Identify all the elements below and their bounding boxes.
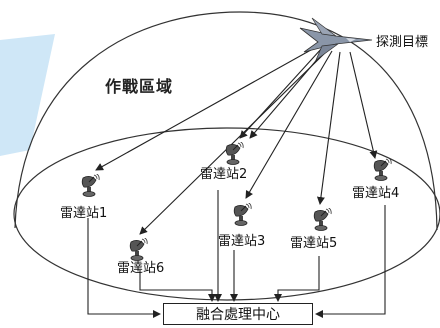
coverage-dome bbox=[14, 11, 438, 231]
radar-dish-icon bbox=[225, 142, 244, 165]
station-5-label: 雷達站5 bbox=[290, 236, 338, 251]
radar-dish-icon bbox=[129, 238, 148, 261]
station-3-label: 雷達站3 bbox=[218, 234, 266, 249]
detection-arrows bbox=[95, 45, 378, 235]
station-4-label: 雷達站4 bbox=[352, 186, 400, 201]
fighter-jet-icon bbox=[299, 17, 373, 62]
fusion-center-label: 融合處理中心 bbox=[196, 307, 280, 323]
station-1-label: 雷達站1 bbox=[60, 206, 108, 221]
radar-dish-icon bbox=[313, 208, 332, 231]
station-6-label: 雷達站6 bbox=[117, 261, 165, 276]
background-panel bbox=[0, 34, 55, 156]
fusion-center-box: 融合處理中心 bbox=[163, 303, 313, 325]
target-label: 探測目標 bbox=[376, 35, 429, 50]
zone-label: 作戰區域 bbox=[105, 77, 174, 96]
radar-dish-icon bbox=[81, 174, 100, 197]
fusion-links bbox=[87, 190, 386, 318]
ground-ellipse bbox=[13, 127, 440, 301]
radar-dish-icon bbox=[373, 158, 392, 181]
station-2-label: 雷達站2 bbox=[200, 167, 248, 182]
radar-dish-icon bbox=[233, 203, 252, 226]
